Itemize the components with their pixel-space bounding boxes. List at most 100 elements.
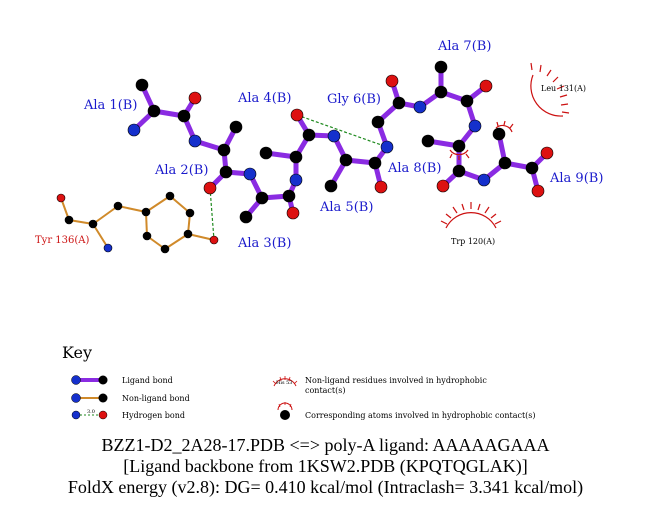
oxygen-atom <box>188 91 202 105</box>
label-tyr136: Tyr 136(A) <box>35 235 89 246</box>
key-nonligand-bond-label: Non-ligand bond <box>122 394 190 403</box>
carbon-atom <box>289 150 303 164</box>
oxygen-atom <box>479 79 493 93</box>
hydrophobic-arcs <box>440 62 570 229</box>
label-gly6: Gly 6(B) <box>327 92 381 107</box>
carbon-atom <box>434 60 448 74</box>
oxygen-atom <box>385 74 399 88</box>
oxygen-atom <box>290 108 304 122</box>
label-ala2: Ala 2(B) <box>154 163 208 178</box>
carbon-atom <box>460 94 474 108</box>
carbon-atom <box>185 208 195 218</box>
key-hydrophobic-residues-label-2: contact(s) <box>305 386 345 395</box>
label-ala3: Ala 3(B) <box>237 236 291 251</box>
carbon-atom <box>525 161 539 175</box>
caption-line-2: [Ligand backbone from 1KSW2.PDB (KPQTQGL… <box>123 456 528 476</box>
ala7-contact-arc <box>495 124 513 133</box>
nitrogen-atom <box>327 129 341 143</box>
carbon-atom <box>141 207 151 217</box>
carbon-atom <box>239 210 253 224</box>
nitrogen-atom <box>380 140 394 154</box>
key-hydrogen-bond-sample: 3.0 <box>71 409 108 420</box>
key-hydrophobic-residue-sample: His 53 <box>272 376 298 387</box>
carbon-atom <box>165 191 175 201</box>
carbon-atom <box>452 164 466 178</box>
key-nonligand-bond-sample <box>71 393 108 403</box>
key-ligand-bond-sample <box>71 375 108 385</box>
key-hydrophobic-atoms-label: Corresponding atoms involved in hydropho… <box>305 411 536 420</box>
carbon-atom <box>217 143 231 157</box>
carbon-atom <box>183 229 193 239</box>
oxygen-atom <box>540 146 554 160</box>
oxygen-atom <box>531 184 545 198</box>
carbon-atom <box>135 78 149 92</box>
label-ala9: Ala 9(B) <box>549 171 603 186</box>
residue-labels: Ala 1(B) Ala 2(B) Ala 3(B) Ala 4(B) Ala … <box>35 39 603 251</box>
hbond-ala4-ala8 <box>296 114 388 148</box>
caption-line-1: BZZ1-D2_2A28-17.PDB <=> poly-A ligand: A… <box>101 435 550 455</box>
carbon-atom <box>229 120 243 134</box>
nitrogen-atom <box>468 119 482 133</box>
carbon-atom <box>88 219 98 229</box>
ala8-contact-arc <box>449 149 469 156</box>
carbon-atom <box>339 153 353 167</box>
oxygen-atom <box>56 193 66 203</box>
carbon-atom <box>421 134 435 148</box>
label-ala7: Ala 7(B) <box>437 39 491 54</box>
trp120-spokes <box>440 202 502 225</box>
nitrogen-atom <box>413 100 427 114</box>
nitrogen-atom <box>289 173 303 187</box>
key-hbond-distance: 3.0 <box>87 409 95 415</box>
key: Key Ligand bond Non-ligand bond 3.0 Hydr… <box>62 343 536 420</box>
key-title: Key <box>62 343 92 362</box>
carbon-atom <box>434 85 448 99</box>
hydrogen-bonds <box>209 114 388 241</box>
leu131-hydrophobic-arc <box>530 74 564 117</box>
key-ligand-bond-label: Ligand bond <box>122 376 173 385</box>
nitrogen-atom <box>243 167 257 181</box>
carbon-atom <box>64 215 74 225</box>
carbon-atom <box>142 231 152 241</box>
carbon-atom <box>324 179 338 193</box>
key-hydrophobic-atom-sample <box>277 402 293 420</box>
key-hydrophobic-residues-label-1: Non-ligand residues involved in hydropho… <box>305 376 487 385</box>
carbon-atom <box>368 156 382 170</box>
oxygen-atom <box>203 181 217 195</box>
carbon-atom <box>498 156 512 170</box>
oxygen-atom <box>286 206 300 220</box>
nitrogen-atom <box>477 173 491 187</box>
carbon-atom <box>371 115 385 129</box>
label-ala1: Ala 1(B) <box>83 98 137 113</box>
label-trp120: Trp 120(A) <box>451 237 495 246</box>
label-leu131: Leu 131(A) <box>541 84 586 93</box>
key-example-residue: His 53 <box>276 380 292 386</box>
oxygen-atom <box>209 235 219 245</box>
label-ala4: Ala 4(B) <box>237 91 291 106</box>
caption-line-3: FoldX energy (v2.8): DG= 0.410 kcal/mol … <box>67 477 584 497</box>
nitrogen-atom <box>103 243 113 253</box>
trp120-hydrophobic-arc <box>445 212 497 229</box>
carbon-atom <box>177 109 191 123</box>
oxygen-atom <box>374 180 388 194</box>
carbon-atom <box>282 189 296 203</box>
leu131-spokes <box>530 62 570 114</box>
carbon-atom <box>113 201 123 211</box>
carbon-atom <box>492 127 506 141</box>
atoms <box>56 60 554 254</box>
carbon-atom <box>160 244 170 254</box>
nitrogen-atom <box>127 123 141 137</box>
carbon-atom <box>392 96 406 110</box>
nitrogen-atom <box>188 134 202 148</box>
carbon-atom <box>302 128 316 142</box>
carbon-atom <box>259 146 273 160</box>
carbon-atom <box>219 165 233 179</box>
hbond-ala2-tyr136 <box>209 187 215 241</box>
label-ala5: Ala 5(B) <box>319 200 373 215</box>
carbon-atom <box>255 191 269 205</box>
key-hydrogen-bond-label: Hydrogen bond <box>122 411 185 420</box>
carbon-atom <box>452 139 466 153</box>
carbon-atom <box>147 104 161 118</box>
label-ala8: Ala 8(B) <box>387 161 441 176</box>
oxygen-atom <box>436 179 450 193</box>
